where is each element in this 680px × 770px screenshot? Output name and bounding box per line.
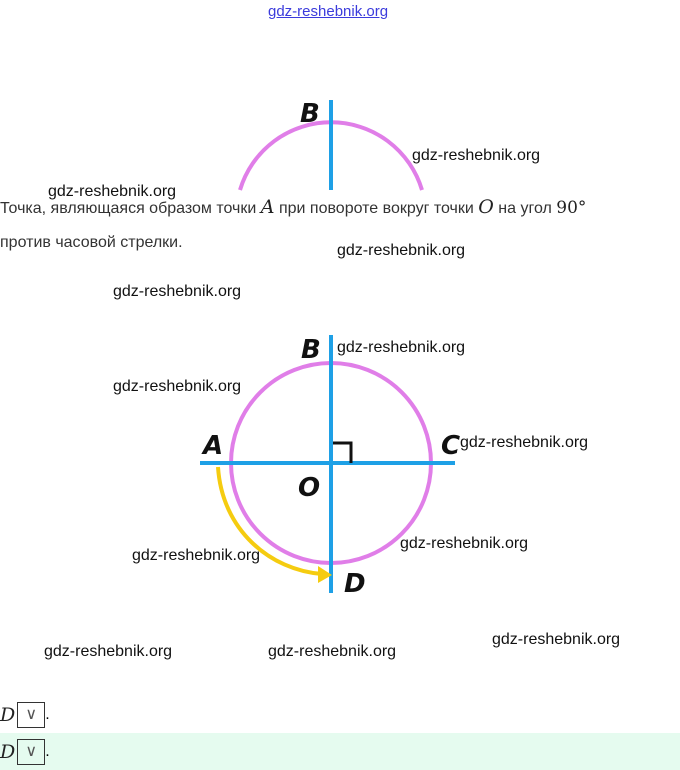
- answer-row: D ∨ .: [0, 697, 680, 733]
- watermark: gdz-reshebnik.org: [492, 631, 621, 648]
- label-a: A: [201, 431, 223, 461]
- rotation-arrow: [216, 466, 323, 576]
- answer-variable: D: [0, 740, 16, 763]
- watermark: gdz-reshebnik.org: [337, 242, 466, 259]
- answer-dropdown[interactable]: ∨: [17, 702, 46, 728]
- watermark: gdz-reshebnik.org: [113, 378, 242, 395]
- watermark: gdz-reshebnik.org: [337, 339, 466, 356]
- label-o: O: [298, 473, 320, 503]
- label-d: D: [344, 569, 366, 599]
- top-label-b: B: [300, 99, 320, 129]
- answer-variable: D: [0, 704, 16, 726]
- answer-text-line1: Точка, являющаяся образом точки A при по…: [0, 196, 587, 218]
- answer-row-highlighted: D ∨ .: [0, 733, 680, 770]
- arrow-head-icon: [318, 566, 332, 583]
- watermark: gdz-reshebnik.org: [113, 283, 242, 300]
- watermark: gdz-reshebnik.org: [132, 547, 261, 564]
- watermark: gdz-reshebnik.org: [412, 147, 541, 164]
- watermark: gdz-reshebnik.org: [400, 535, 529, 552]
- right-angle-mark: [333, 441, 353, 463]
- period: .: [45, 742, 50, 760]
- label-b: B: [301, 335, 321, 365]
- watermark: gdz-reshebnik.org: [268, 643, 397, 660]
- watermark: gdz-reshebnik.org: [44, 643, 173, 660]
- site-link[interactable]: gdz-reshebnik.org: [268, 3, 389, 20]
- label-c: C: [441, 431, 460, 461]
- watermark: gdz-reshebnik.org: [48, 183, 177, 200]
- answer-text-line2: против часовой стрелки.: [0, 234, 183, 251]
- watermark: gdz-reshebnik.org: [460, 434, 589, 451]
- answer-dropdown[interactable]: ∨: [17, 738, 46, 765]
- period: .: [45, 706, 50, 723]
